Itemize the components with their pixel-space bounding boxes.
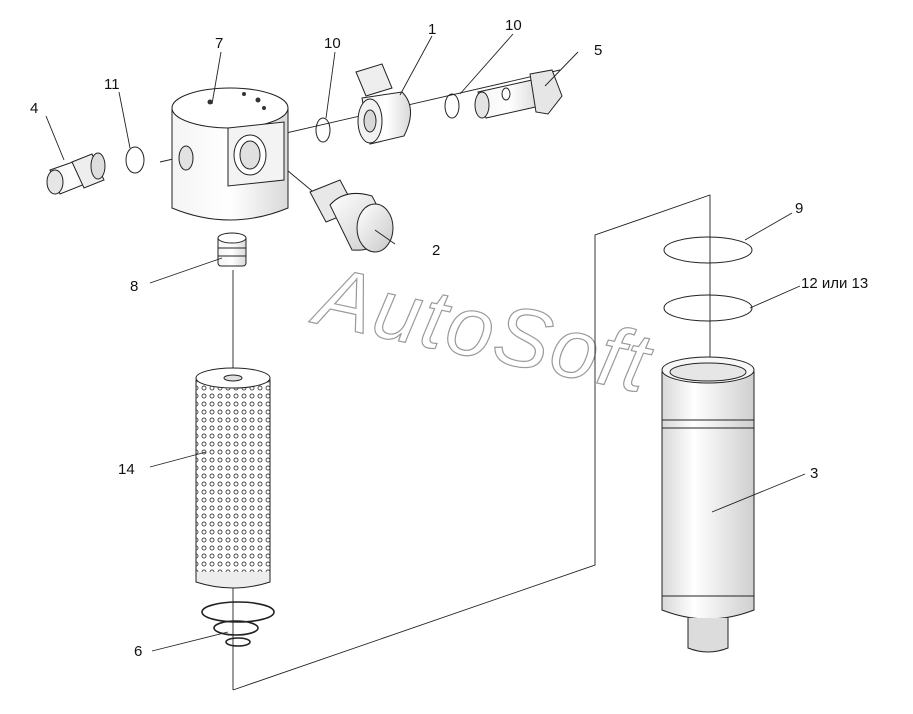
callout-10-left: 10 xyxy=(324,35,341,52)
filter-can-part-3 xyxy=(661,356,755,653)
leader-lines xyxy=(45,33,806,652)
callout-4: 4 xyxy=(30,100,38,117)
callout-9: 9 xyxy=(795,200,803,217)
callout-12-13: 12 или 13 xyxy=(801,275,868,292)
o-ring-part-11 xyxy=(125,146,145,174)
callout-5: 5 xyxy=(594,42,602,59)
callout-11: 11 xyxy=(104,76,120,93)
callout-3: 3 xyxy=(810,465,818,482)
valve-part-2 xyxy=(309,179,394,253)
spring-part-6 xyxy=(201,601,275,647)
fitting-part-4 xyxy=(46,152,106,195)
o-ring-part-10-left xyxy=(315,117,331,143)
o-ring-part-10-right xyxy=(444,93,460,119)
callout-6: 6 xyxy=(134,643,142,660)
seal-part-12-13 xyxy=(663,294,753,322)
filter-head-part-7 xyxy=(171,87,289,221)
callout-labels: 1 2 3 4 5 6 7 8 9 10 10 11 12 или 13 14 xyxy=(30,17,868,660)
nipple-part-8 xyxy=(217,232,247,267)
callout-7: 7 xyxy=(215,35,223,52)
callout-8: 8 xyxy=(130,278,138,295)
callout-14: 14 xyxy=(118,461,135,478)
callout-10-right: 10 xyxy=(505,17,522,34)
callout-2: 2 xyxy=(432,242,440,259)
watermark-text: AutoSoft xyxy=(304,247,661,411)
bolt-part-5 xyxy=(474,69,563,119)
callout-1: 1 xyxy=(428,21,436,38)
banjo-part-1 xyxy=(355,63,411,145)
filter-element-part-14 xyxy=(195,367,271,589)
seal-part-9 xyxy=(663,236,753,264)
